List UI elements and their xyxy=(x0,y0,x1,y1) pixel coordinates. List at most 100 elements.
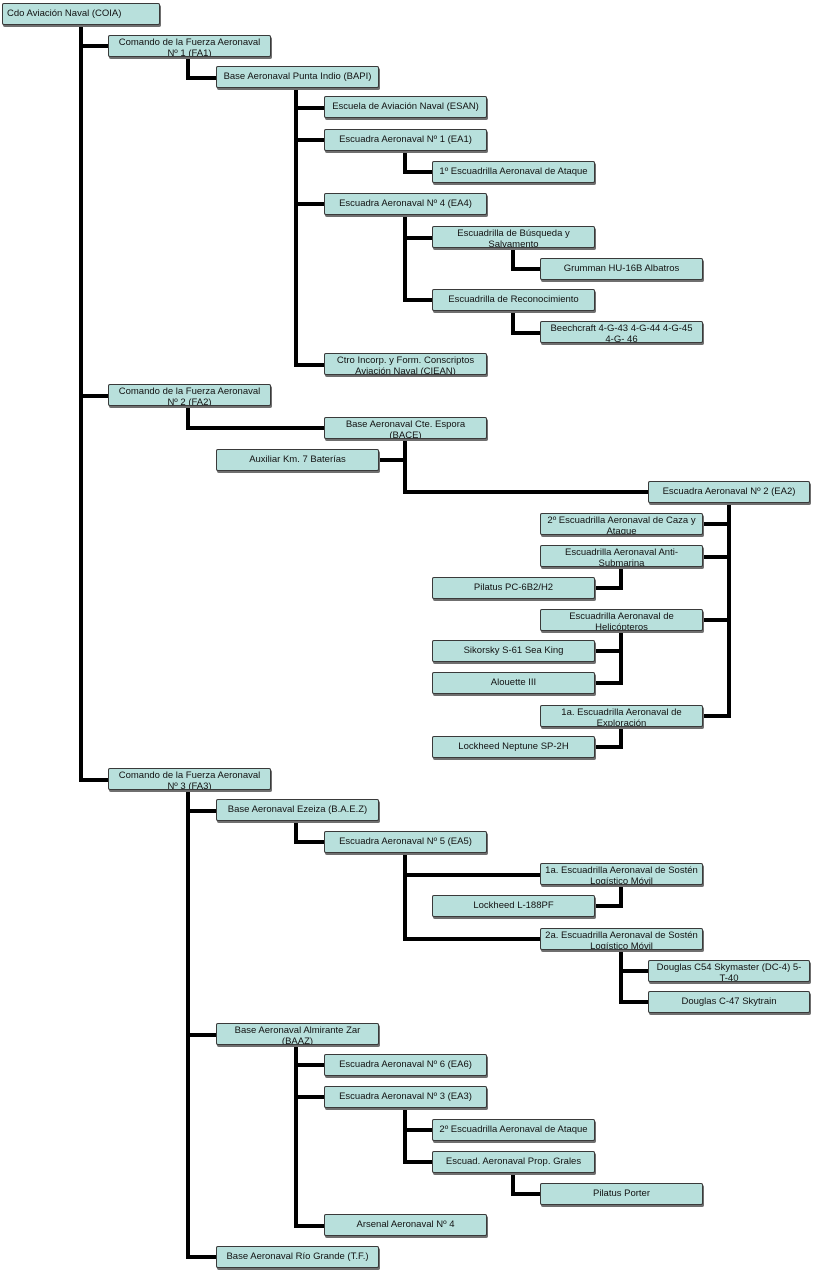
connector-line xyxy=(294,840,326,844)
node-pilatus-pc6[interactable]: Pilatus PC-6B2/H2 xyxy=(432,577,595,599)
node-ea5-2[interactable]: 2a. Escuadrilla Aeronaval de Sostén Logí… xyxy=(540,928,703,950)
connector-line xyxy=(701,555,731,559)
node-ea2-expl[interactable]: 1a. Escuadrilla Aeronaval de Exploración xyxy=(540,705,703,727)
node-aux7[interactable]: Auxiliar Km. 7 Baterías xyxy=(216,449,379,471)
node-ea3-pg[interactable]: Escuad. Aeronaval Prop. Grales xyxy=(432,1151,595,1173)
node-bace[interactable]: Base Aeronaval Cte. Espora (BACE) xyxy=(324,417,487,439)
node-coia[interactable]: Cdo Aviación Naval (COIA) xyxy=(2,3,160,25)
node-neptune[interactable]: Lockheed Neptune SP-2H xyxy=(432,736,595,758)
node-fa1[interactable]: Comando de la Fuerza Aeronaval Nº 1 (FA1… xyxy=(108,35,271,57)
connector-line xyxy=(593,745,623,749)
connector-line xyxy=(294,1063,326,1067)
connector-line xyxy=(403,937,542,941)
connector-line xyxy=(79,394,110,398)
connector-line xyxy=(593,586,623,590)
node-ea4-sar[interactable]: Escuadrilla de Búsqueda y Salvamento xyxy=(432,226,595,248)
connector-line xyxy=(186,76,218,80)
connector-line xyxy=(511,309,515,335)
node-bapi[interactable]: Base Aeronaval Punta Indio (BAPI) xyxy=(216,66,379,88)
connector-line xyxy=(294,1044,298,1228)
connector-line xyxy=(294,87,298,367)
connector-line xyxy=(377,458,407,462)
node-lockheed-188[interactable]: Lockheed L-188PF xyxy=(432,895,595,917)
connector-line xyxy=(186,426,326,430)
connector-line xyxy=(403,437,407,494)
node-ea4[interactable]: Escuadra Aeronaval Nº 4 (EA4) xyxy=(324,193,487,215)
connector-line xyxy=(701,522,731,526)
connector-line xyxy=(403,851,407,941)
connector-line xyxy=(619,883,623,908)
connector-line xyxy=(294,1224,326,1228)
node-ea5-1[interactable]: 1a. Escuadrilla Aeronaval de Sostén Logí… xyxy=(540,863,703,885)
node-ea2-caza[interactable]: 2º Escuadrilla Aeronaval de Caza y Ataqu… xyxy=(540,513,703,535)
connector-line xyxy=(619,566,623,590)
node-sikorsky[interactable]: Sikorsky S-61 Sea King xyxy=(432,640,595,662)
connector-line xyxy=(79,778,110,782)
node-pilatus-porter[interactable]: Pilatus Porter xyxy=(540,1183,703,1205)
connector-line xyxy=(701,714,731,718)
connector-line xyxy=(403,873,542,877)
node-ea3[interactable]: Escuadra Aeronaval Nº 3 (EA3) xyxy=(324,1086,487,1108)
node-barg[interactable]: Base Aeronaval Río Grande (T.F.) xyxy=(216,1246,379,1268)
node-douglas-c47[interactable]: Douglas C-47 Skytrain xyxy=(648,991,810,1013)
connector-line xyxy=(511,1171,515,1196)
connector-line xyxy=(294,820,298,844)
connector-line xyxy=(511,331,542,335)
connector-line xyxy=(294,138,326,142)
node-ea3-1[interactable]: 2º Escuadrilla Aeronaval de Ataque xyxy=(432,1119,595,1141)
node-ea4-rec[interactable]: Escuadrilla de Reconocimiento xyxy=(432,289,595,311)
node-ea2-heli[interactable]: Escuadrilla Aeronaval de Helicópteros xyxy=(540,609,703,631)
node-ciean[interactable]: Ctro Incorp. y Form. Conscriptos Aviació… xyxy=(324,353,487,375)
connector-line xyxy=(593,649,623,653)
connector-line xyxy=(403,213,407,302)
connector-line xyxy=(593,904,623,908)
connector-line xyxy=(403,490,650,494)
connector-line xyxy=(186,404,190,430)
connector-line xyxy=(701,618,731,622)
connector-line xyxy=(403,1106,407,1164)
connector-line xyxy=(294,1095,326,1099)
connector-line xyxy=(294,363,326,367)
node-ea6[interactable]: Escuadra Aeronaval Nº 6 (EA6) xyxy=(324,1054,487,1076)
connector-line xyxy=(186,1255,218,1259)
node-esan[interactable]: Escuela de Aviación Naval (ESAN) xyxy=(324,96,487,118)
node-ea1-1[interactable]: 1º Escuadrilla Aeronaval de Ataque xyxy=(432,161,595,183)
connector-line xyxy=(186,55,190,80)
connector-line xyxy=(619,725,623,749)
connector-line xyxy=(79,23,83,782)
node-ea5[interactable]: Escuadra Aeronaval Nº 5 (EA5) xyxy=(324,831,487,853)
node-beechcraft[interactable]: Beechcraft 4-G-43 4-G-44 4-G-45 4-G- 46 xyxy=(540,321,703,343)
connector-line xyxy=(186,809,218,813)
connector-line xyxy=(186,1033,218,1037)
node-ea2-asub[interactable]: Escuadrilla Aeronaval Anti-Submarina xyxy=(540,545,703,567)
connector-line xyxy=(403,149,407,174)
connector-line xyxy=(294,106,326,110)
connector-line xyxy=(403,170,434,174)
connector-line xyxy=(511,1192,542,1196)
node-arsenal[interactable]: Arsenal Aeronaval Nº 4 xyxy=(324,1214,487,1236)
node-baaz[interactable]: Base Aeronaval Almirante Zar (BAAZ) xyxy=(216,1023,379,1045)
connector-line xyxy=(619,629,623,685)
connector-line xyxy=(186,789,190,1259)
connector-line xyxy=(294,202,326,206)
connector-line xyxy=(727,501,731,718)
node-ea2[interactable]: Escuadra Aeronaval Nº 2 (EA2) xyxy=(648,481,810,503)
connector-line xyxy=(79,44,110,48)
node-fa3[interactable]: Comando de la Fuerza Aeronaval Nº 3 (FA3… xyxy=(108,768,271,790)
node-grumman[interactable]: Grumman HU-16B Albatros xyxy=(540,258,703,280)
connector-line xyxy=(403,1160,434,1164)
node-ea1[interactable]: Escuadra Aeronaval Nº 1 (EA1) xyxy=(324,129,487,151)
connector-line xyxy=(593,681,623,685)
connector-line xyxy=(403,236,434,240)
connector-line xyxy=(511,267,542,271)
connector-line xyxy=(619,969,650,973)
node-baez[interactable]: Base Aeronaval Ezeiza (B.A.E.Z) xyxy=(216,799,379,821)
node-alouette[interactable]: Alouette III xyxy=(432,672,595,694)
connector-line xyxy=(511,246,515,271)
connector-line xyxy=(403,298,434,302)
connector-line xyxy=(619,948,623,1004)
connector-line xyxy=(403,1128,434,1132)
node-fa2[interactable]: Comando de la Fuerza Aeronaval Nº 2 (FA2… xyxy=(108,384,271,406)
node-douglas-c54[interactable]: Douglas C54 Skymaster (DC-4) 5-T-40 xyxy=(648,960,810,982)
